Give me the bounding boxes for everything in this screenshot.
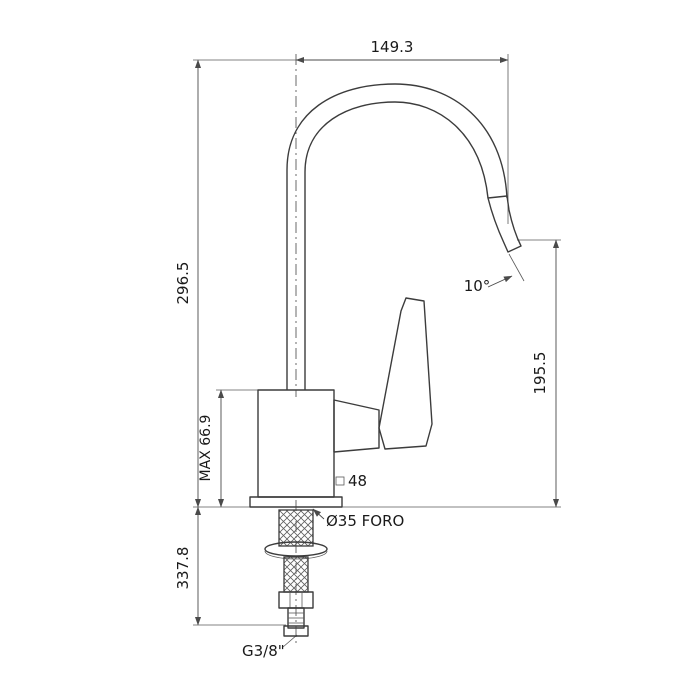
washer: [264, 541, 328, 557]
threaded-shank: [278, 509, 314, 547]
label-outlet-height: 195.5: [531, 352, 549, 395]
dimension-lines: [193, 54, 561, 648]
label-under-counter: 337.8: [174, 547, 192, 590]
faucet-outline: [249, 83, 522, 508]
angle-reference-line: [508, 253, 525, 282]
angle-leader: [487, 275, 513, 288]
lever-handle: [378, 297, 433, 450]
under-counter-parts: [264, 509, 328, 637]
spout-outer-curve: [286, 83, 508, 390]
label-thread-connection: G3/8": [242, 642, 285, 660]
thread-leader: [282, 634, 298, 648]
base-flange: [249, 496, 343, 508]
dimension-labels: 149.3 296.5 MAX 66.9 337.8 195.5 10° 48 …: [174, 38, 549, 660]
spout-tip: [487, 195, 522, 253]
square-symbol-icon: [335, 476, 345, 486]
mixer-body: [257, 389, 335, 498]
cartridge-housing: [333, 399, 380, 453]
threaded-stud: [283, 556, 309, 593]
hose-fitting: [283, 625, 309, 637]
hole-leader: [312, 508, 325, 520]
label-overall-height: 296.5: [174, 262, 192, 305]
spout-inner-curve: [304, 101, 489, 390]
label-spout-reach: 149.3: [371, 38, 414, 56]
label-body-square: 48: [348, 472, 367, 490]
label-spout-angle: 10°: [464, 277, 491, 295]
label-max-deck: MAX 66.9: [198, 415, 214, 482]
label-mounting-hole: Ø35 FORO: [326, 512, 404, 530]
